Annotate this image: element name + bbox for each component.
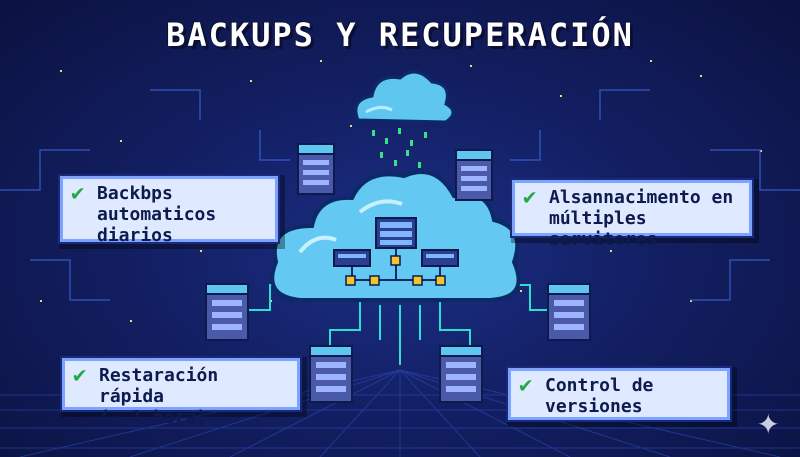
feature-label: Control de versiones bbox=[545, 375, 654, 417]
server-rack-icon bbox=[439, 345, 483, 403]
server-icon bbox=[375, 217, 417, 249]
check-icon: ✔ bbox=[71, 181, 85, 206]
feature-label: Restaración rápida (~ 1 hora) bbox=[99, 365, 219, 428]
sparkle-icon: ✦ bbox=[756, 408, 780, 441]
feature-card-version-control: ✔ Control de versiones bbox=[508, 368, 730, 420]
server-rack-icon bbox=[455, 149, 493, 201]
server-icon bbox=[421, 249, 459, 267]
cloud-network bbox=[333, 217, 459, 286]
check-icon: ✔ bbox=[73, 363, 87, 388]
server-icon bbox=[333, 249, 371, 267]
server-rack-icon bbox=[297, 143, 335, 195]
circuit-traces bbox=[0, 89, 800, 301]
check-icon: ✔ bbox=[523, 185, 537, 210]
page-title: BACKUPS Y RECUPERACIÓN bbox=[166, 16, 634, 54]
check-icon: ✔ bbox=[519, 373, 533, 398]
feature-label: Backbps automaticos diarios bbox=[97, 183, 217, 246]
feature-card-fast-restore: ✔ Restaración rápida (~ 1 hora) bbox=[62, 358, 300, 428]
server-rack-icon bbox=[309, 345, 353, 403]
feature-card-daily-backups: ✔ Backbps automaticos diarios bbox=[60, 176, 278, 246]
feature-label: Alsannacimento en múltiples servitores bbox=[549, 187, 734, 250]
feature-card-multi-server-storage: ✔ Alsannacimento en múltiples servitores bbox=[512, 180, 752, 250]
server-rack-icon bbox=[547, 283, 591, 341]
server-rack-icon bbox=[205, 283, 249, 341]
small-cloud-icon bbox=[354, 70, 455, 124]
